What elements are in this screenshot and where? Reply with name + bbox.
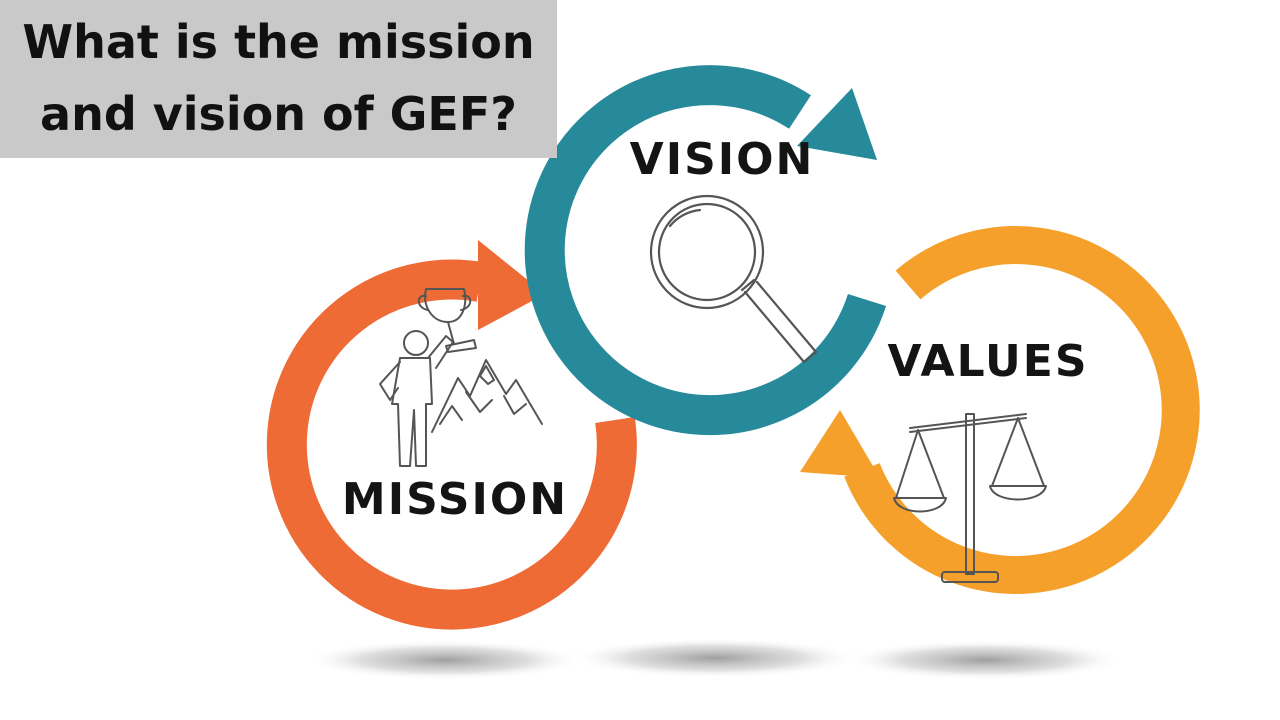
shadow-left	[305, 640, 585, 680]
mission-arrowhead	[478, 240, 545, 330]
vision-ring	[524, 65, 887, 436]
balance-scale-icon	[893, 413, 1047, 583]
title-line-2: and vision of GEF?	[40, 87, 517, 141]
person-trophy-mountains-icon	[379, 288, 543, 467]
title-line-1: What is the mission	[22, 15, 535, 69]
mission-cycle	[266, 240, 637, 630]
vision-arrowhead	[797, 88, 877, 160]
values-cycle	[800, 226, 1200, 594]
values-ring	[844, 226, 1200, 594]
magnifying-glass-icon	[649, 194, 818, 364]
vision-label: VISION	[630, 134, 815, 185]
values-arrowhead	[800, 410, 880, 478]
mission-ring	[266, 259, 637, 630]
mission-label: MISSION	[342, 474, 568, 525]
title-banner: What is the mission and vision of GEF?	[0, 0, 557, 158]
shadow-right	[845, 640, 1125, 680]
vision-cycle	[524, 65, 887, 436]
values-label: VALUES	[887, 336, 1088, 387]
shadow-middle	[570, 638, 860, 678]
